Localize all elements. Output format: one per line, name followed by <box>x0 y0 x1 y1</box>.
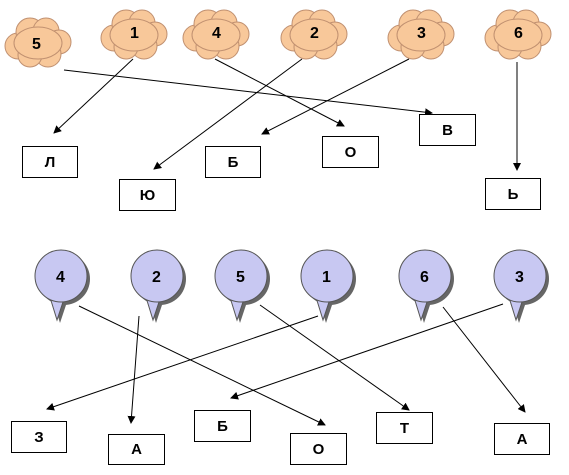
cloud-node-1: 5 <box>4 17 72 68</box>
cloud-node-3: 4 <box>182 9 250 60</box>
bubble-label: 6 <box>420 269 429 286</box>
bubble-node-1: 4 <box>34 249 90 323</box>
arrow-3-to-b <box>261 58 410 135</box>
bubble-node-5: 6 <box>398 249 454 323</box>
letter-box-top-5: В <box>419 114 476 146</box>
bubble-node-6: 3 <box>493 249 549 323</box>
letter-box-bottom-1: З <box>11 421 67 453</box>
bubble-label: 5 <box>236 269 245 286</box>
cloud-node-4: 2 <box>280 9 348 60</box>
bubble-node-3: 5 <box>214 249 270 323</box>
bubble-node-2: 2 <box>130 249 186 323</box>
cloud-label: 5 <box>32 36 41 53</box>
cloud-label: 2 <box>310 25 319 42</box>
letter-box-top-2: Ю <box>119 179 176 211</box>
bubble-node-4: 1 <box>300 249 356 323</box>
bottom-arrows <box>46 303 526 426</box>
letter-box-bottom-2: А <box>108 434 165 465</box>
arrow-1-to-z <box>46 315 319 411</box>
bubble-label: 1 <box>322 269 331 286</box>
letter-box-top-3: Б <box>205 146 261 178</box>
cloud-node-5: 3 <box>387 9 455 60</box>
arrow-2-to-yu <box>153 58 303 170</box>
arrow-4-to-o <box>78 305 326 426</box>
cloud-label: 6 <box>514 25 523 42</box>
arrow-4-to-o <box>214 58 345 127</box>
bubble-label: 3 <box>515 269 524 286</box>
letter-box-bottom-6: А <box>494 423 550 455</box>
arrow-2-to-a <box>127 315 140 424</box>
letter-box-top-4: О <box>322 136 379 168</box>
cloud-label: 4 <box>212 25 221 42</box>
cloud-label: 3 <box>417 25 426 42</box>
arrow-5-to-v <box>63 69 433 117</box>
letter-box-bottom-4: О <box>290 433 347 465</box>
letter-box-top-6: Ь <box>485 178 541 210</box>
cloud-node-2: 1 <box>100 9 168 60</box>
letter-box-bottom-5: Т <box>376 412 433 444</box>
cloud-node-6: 6 <box>484 9 552 60</box>
cloud-label: 1 <box>130 25 139 42</box>
arrow-5-to-t <box>259 304 410 411</box>
top-arrows <box>53 58 521 171</box>
arrow-6-to-a <box>442 306 526 413</box>
bubble-label: 4 <box>56 269 65 286</box>
bubble-label: 2 <box>152 269 161 286</box>
arrow-3-to-b <box>230 303 504 400</box>
letter-box-bottom-3: Б <box>194 410 251 442</box>
arrow-1-to-l <box>53 58 134 134</box>
letter-box-top-1: Л <box>22 146 78 178</box>
